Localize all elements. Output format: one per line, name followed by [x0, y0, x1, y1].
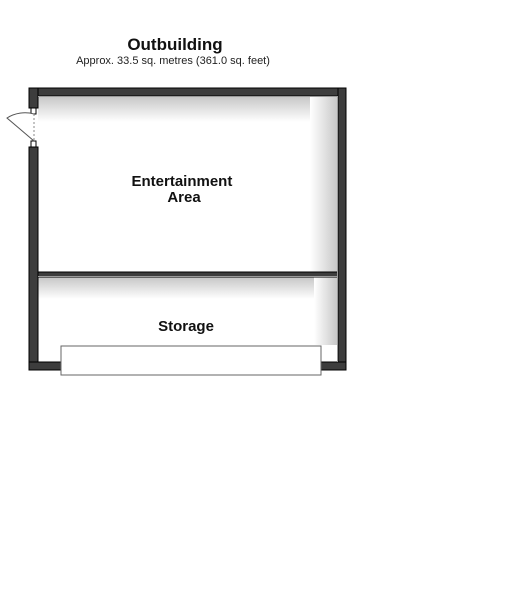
entertainment-area-right-shadow [310, 96, 338, 272]
bottom-wall-left [28, 361, 62, 371]
entertainment-area-floor [38, 96, 338, 272]
storage-label: Storage [158, 318, 214, 335]
entertainment-area-label-line-1: Entertainment [131, 173, 232, 190]
right-wall [337, 87, 347, 371]
storage-top-shadow [38, 277, 338, 299]
plan-title: Outbuilding [127, 35, 223, 54]
entertainment-area-label-line-2: Area [167, 189, 201, 206]
top-wall [28, 87, 347, 97]
left-wall-upper [28, 87, 39, 109]
entertainment-area-label: Entertainment Area [131, 173, 236, 206]
storage-label-line-1: Storage [158, 318, 214, 335]
plan-area-text: Approx. 33.5 sq. metres (361.0 sq. feet) [76, 55, 270, 67]
storage-opening-door [60, 345, 322, 376]
left-wall-lower [28, 146, 39, 371]
bottom-wall-right [320, 361, 347, 371]
storage-right-shadow [314, 277, 338, 345]
entertainment-area-top-shadow [38, 96, 338, 122]
door-icon [6, 107, 37, 148]
